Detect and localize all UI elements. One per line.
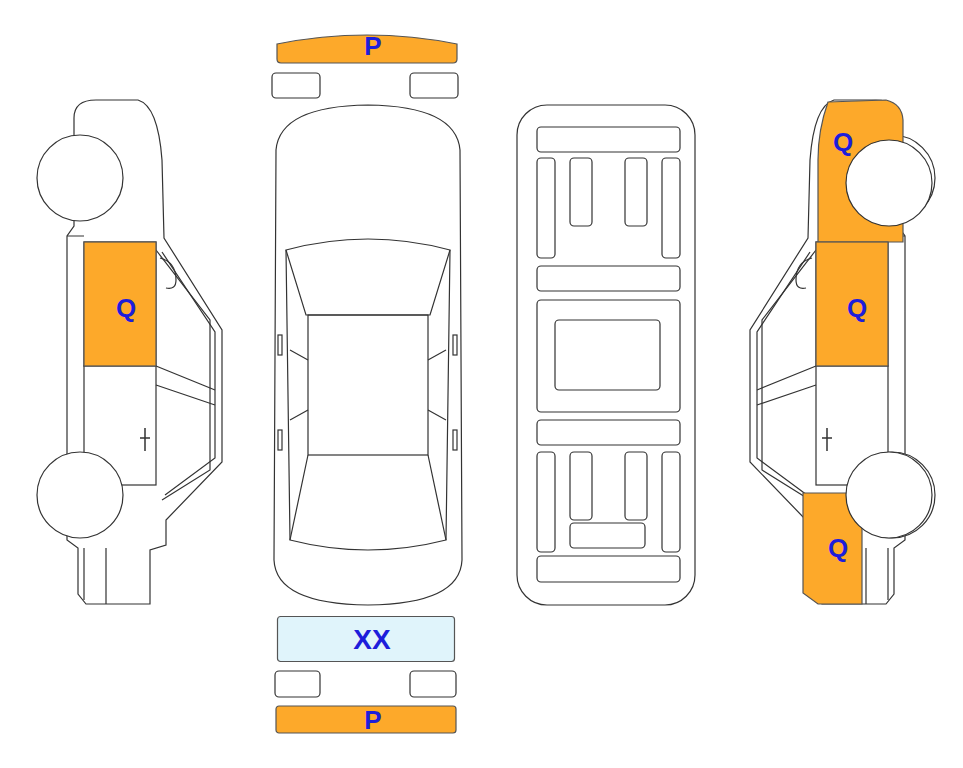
rear-quarter-panel: Q	[802, 493, 862, 604]
panel-code: P	[364, 707, 381, 733]
front-bumper-panel: P	[277, 32, 457, 64]
front-door-panel: Q	[84, 242, 156, 366]
panel-code: Q	[116, 295, 136, 321]
plate-box: XX	[277, 616, 455, 662]
panel-code: Q	[847, 295, 867, 321]
panel-code: XX	[353, 626, 390, 654]
panel-code: P	[364, 33, 381, 59]
rear-bumper-panel: P	[276, 706, 456, 733]
panel-shape	[806, 100, 903, 242]
front-door-panel: Q	[816, 242, 888, 366]
panel-code: Q	[828, 535, 848, 561]
front-fender-panel: Q	[806, 100, 903, 242]
panel-code: Q	[833, 129, 853, 155]
